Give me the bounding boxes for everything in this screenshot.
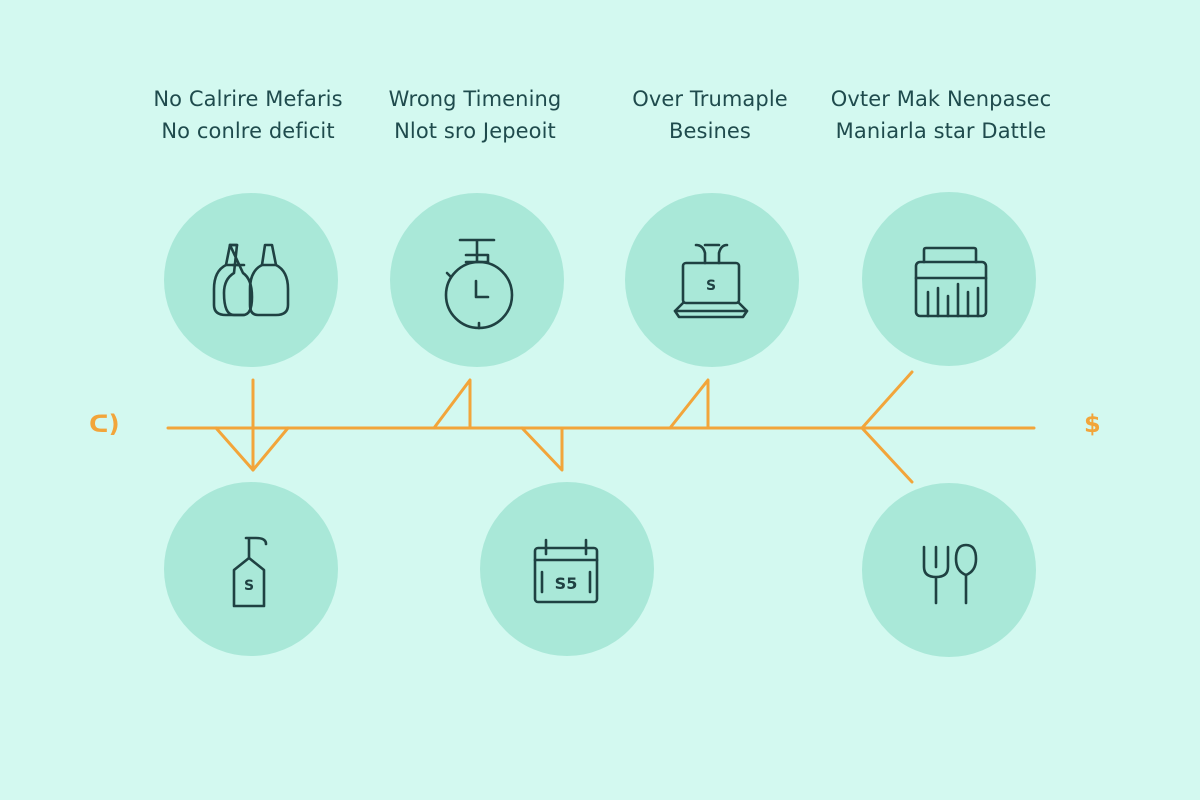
stage-circle-6: S5	[480, 482, 654, 656]
stage-circle-7	[862, 483, 1036, 657]
stage-circle-3: S	[625, 193, 799, 367]
label-1: No Calrire Mefaris No conlre deficit	[98, 83, 398, 147]
stopwatch-icon	[444, 238, 514, 330]
timeline-connector-5	[860, 370, 914, 484]
label-4-line-1: Ovter Mak Nenpasec	[830, 87, 1052, 111]
bar-chart-panel-icon	[914, 246, 988, 318]
timeline-arrow-1	[214, 426, 290, 472]
timeline-end-symbol: $	[1084, 410, 1101, 438]
label-3-line-1: Over Trumaple	[632, 87, 788, 111]
cash-register-icon: S	[673, 243, 749, 319]
timeline-start-symbol: ᑕ)	[89, 410, 120, 438]
label-2-line-1: Wrong Timening	[388, 87, 562, 111]
register-symbol: S	[706, 278, 716, 294]
timeline-connector-2	[432, 378, 472, 430]
bottles-icon	[212, 243, 290, 317]
stage-circle-1	[164, 193, 338, 367]
label-1-line-1: No Calrire Mefaris	[153, 87, 343, 111]
label-2-line-2: Nlot sro Jepeoit	[394, 119, 556, 143]
stage-circle-4	[862, 192, 1036, 366]
label-3-line-2: Besines	[669, 119, 751, 143]
price-tag-icon: S	[232, 536, 268, 608]
label-3: Over Trumaple Besines	[560, 83, 860, 147]
calendar-symbol: S5	[555, 574, 578, 593]
utensils-icon	[922, 543, 978, 605]
label-1-line-2: No conlre deficit	[161, 119, 335, 143]
label-4: Ovter Mak Nenpasec Maniarla star Dattle	[791, 83, 1091, 147]
stage-circle-5: S	[164, 482, 338, 656]
label-2: Wrong Timening Nlot sro Jepeoit	[325, 83, 625, 147]
timeline-connector-3	[520, 426, 564, 472]
calendar-icon: S5	[533, 538, 599, 604]
price-tag-symbol: S	[244, 578, 254, 594]
label-4-line-2: Maniarla star Dattle	[835, 119, 1047, 143]
timeline-connector-4	[668, 378, 710, 430]
stage-circle-2	[390, 193, 564, 367]
